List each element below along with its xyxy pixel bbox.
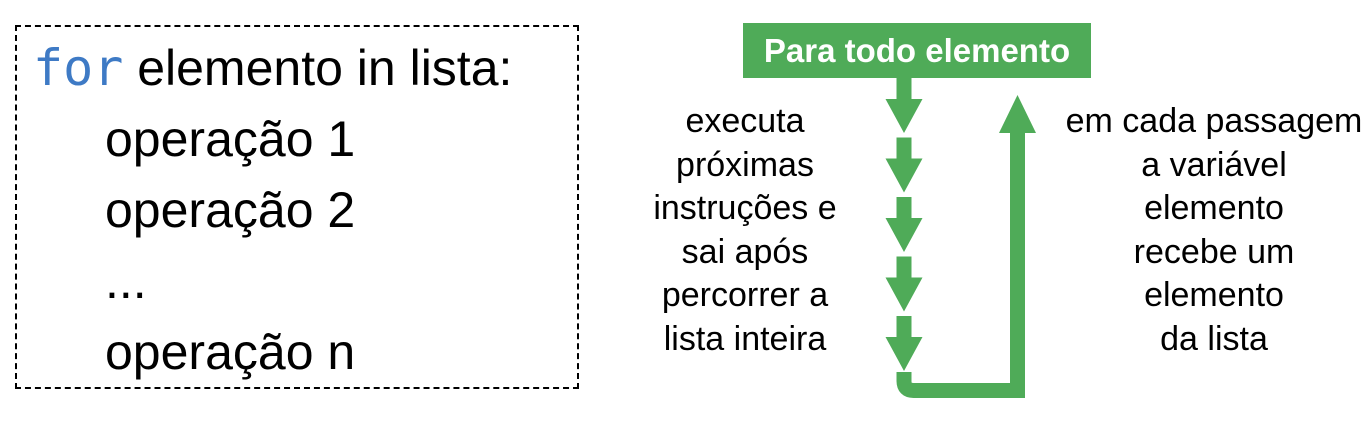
- loop-flow-diagram: Para todo elemento: [743, 23, 1091, 398]
- up-arrow-icon: [999, 95, 1036, 133]
- down-arrow-icon: [885, 256, 923, 312]
- down-arrow-icon: [885, 137, 923, 193]
- down-arrow-icon: [885, 316, 923, 371]
- code-line-operation-n: operação n: [105, 324, 356, 380]
- variable-assignment-note: em cada passagem a variável elemento rec…: [1065, 102, 1363, 358]
- exit-behavior-note: executa próximas instruções e sai após p…: [653, 102, 837, 358]
- down-arrow-icon: [885, 78, 923, 133]
- code-line-operation-2: operação 2: [105, 182, 356, 238]
- code-line-for-header: for elemento in lista:: [33, 33, 577, 104]
- code-line-ellipsis: ...: [105, 253, 147, 309]
- loop-header-label: Para todo elemento: [764, 32, 1070, 69]
- code-line-operation-1: operação 1: [105, 111, 356, 167]
- loop-return-connector: [896, 372, 1018, 398]
- for-header-rest: elemento in lista:: [123, 40, 513, 96]
- for-keyword: for: [33, 39, 124, 97]
- down-arrow-icon: [885, 197, 923, 252]
- loop-header-box: [743, 23, 1091, 78]
- for-loop-code-box: for elemento in lista: operação 1 operaç…: [15, 25, 579, 389]
